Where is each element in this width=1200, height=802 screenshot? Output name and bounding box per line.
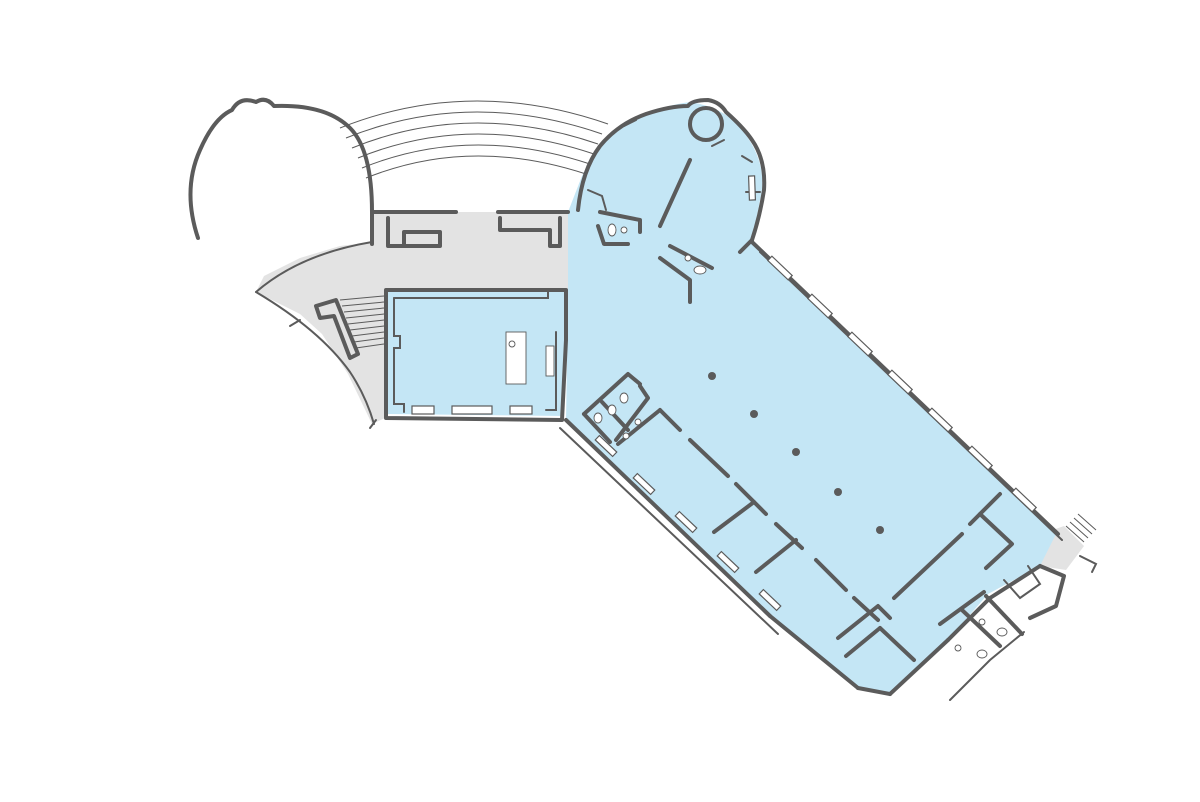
stairs-icon xyxy=(339,295,1098,620)
windows xyxy=(411,175,1038,612)
column-icon xyxy=(834,488,842,496)
toilet-icon xyxy=(693,265,707,275)
west-terrace xyxy=(256,212,568,424)
columns xyxy=(708,372,884,534)
partitions xyxy=(582,119,1024,662)
sink-icon xyxy=(620,226,628,234)
column-icon xyxy=(708,372,716,380)
column-icon xyxy=(792,448,800,456)
sink-icon xyxy=(978,618,986,626)
toilet-icon xyxy=(996,627,1008,637)
sink-icon xyxy=(622,432,630,440)
terrace-edges xyxy=(255,241,375,425)
toilet-icon xyxy=(619,392,629,404)
column-icon xyxy=(876,526,884,534)
rotunda-wall xyxy=(188,97,374,240)
counter-island xyxy=(505,331,527,385)
west-room xyxy=(388,290,564,416)
toilet-icon xyxy=(607,223,617,237)
sink-icon xyxy=(634,418,642,426)
fixtures xyxy=(505,223,1008,659)
toilet-icon xyxy=(607,404,617,416)
stage-steps xyxy=(339,100,609,179)
toilet-icon xyxy=(593,412,603,424)
toilet-icon xyxy=(976,649,988,659)
sink-icon xyxy=(954,644,962,652)
sink-icon xyxy=(508,340,516,348)
sink-icon xyxy=(684,254,692,262)
wall-shelf xyxy=(545,345,555,377)
main-hall xyxy=(566,236,1056,694)
column-icon xyxy=(750,410,758,418)
interior-areas xyxy=(388,102,1056,694)
